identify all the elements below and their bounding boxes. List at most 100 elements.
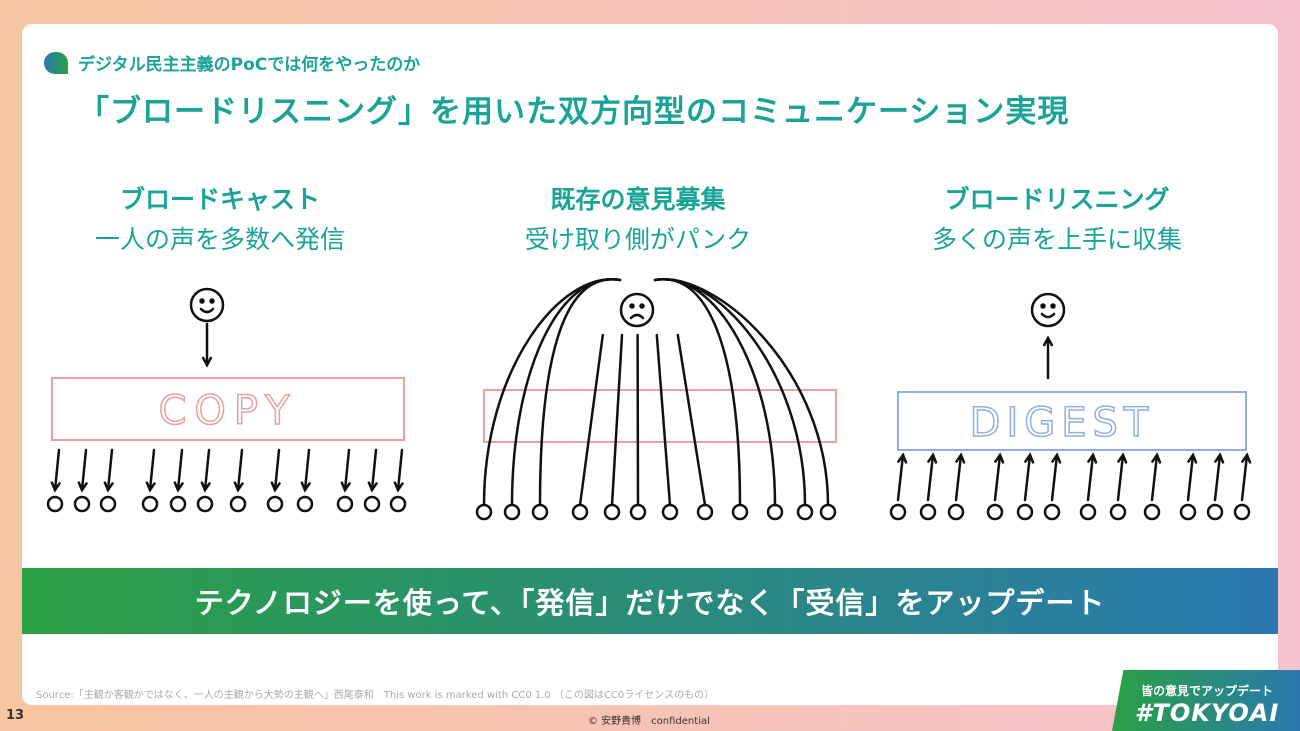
box-outline [483,389,837,443]
arrow-line [1186,453,1195,502]
person-circle [389,495,407,513]
arrow-line [106,448,114,492]
column-heading: ブロードキャスト [119,185,320,214]
arrow-head [1241,452,1252,464]
eye [1050,303,1056,309]
face-icon [1030,292,1066,328]
arrow-head [955,452,966,464]
person-circle [661,503,679,521]
person-circle [1079,503,1097,521]
arrow-line [80,448,88,492]
sketch-diagrams: COPY DIGEST [46,278,1252,521]
column-sub: 受け取り側がパンク [524,225,752,254]
eye [639,303,645,309]
eye [1040,303,1046,309]
arrow-head [50,481,61,493]
person-circle [196,495,214,513]
curved-arrow [653,278,777,507]
arrow-head [270,481,281,493]
arrow-head [1214,452,1225,464]
person-circle [363,495,381,513]
person-circle [531,503,549,521]
person-circle [603,503,621,521]
arrow-head [300,481,311,493]
arrow-head [393,481,404,493]
arrow-line [53,448,61,492]
person-circle [73,495,91,513]
column-existing: 既存の意見募集受け取り側がパンク [458,180,818,256]
arrow-line [273,448,281,492]
person-circle [947,503,965,521]
person-circle [229,495,247,513]
arrow-line [610,333,624,507]
person-circle [336,495,354,513]
arrow-line [993,453,1002,502]
face-icon [189,287,225,323]
arrow-line [1023,453,1032,502]
person-circle [1206,503,1224,521]
person-circle [986,503,1004,521]
person-circle [1109,503,1127,521]
arrow-head [233,481,244,493]
arrow-line [343,448,351,492]
person-circle [503,503,521,521]
page-number: 13 [6,708,25,723]
arrow-line [303,448,311,492]
arrow-line [203,448,211,492]
person-circle [731,503,749,521]
curved-arrow [482,278,622,507]
arrow-line [1213,453,1222,502]
arrow-line [1150,453,1159,502]
person-circle [1143,503,1161,521]
column-heading: 既存の意見募集 [550,185,726,214]
arrow-head [1087,452,1098,464]
person-circle [819,503,837,521]
arrow-line [655,333,672,507]
person-circle [169,495,187,513]
arrow-line [236,448,244,492]
logo-leaf-icon [44,51,68,74]
mouth [199,307,215,314]
copyright: © 安野貴博 confidential [588,716,710,727]
overload-diagram [475,278,837,521]
digest-label: DIGEST [970,400,1155,446]
arrow-line [176,448,184,492]
arrow-head [200,481,211,493]
digest-box [897,391,1247,451]
column-sub: 一人の声を多数へ発信 [94,225,345,254]
arrow-head [1024,452,1035,464]
person-circle [629,503,647,521]
arrow-head [145,481,156,493]
arrow-line [1116,453,1125,502]
person-circle [919,503,937,521]
arrow-head [994,452,1005,464]
arrow-head [927,452,938,464]
source-note: Source:「主観か客観かではなく、一人の主観から大勢の主観へ」西尾泰和 Th… [36,690,715,701]
column-sub: 多くの声を上手に収集 [931,225,1182,254]
person-circle [296,495,314,513]
arrow-head [1151,452,1162,464]
arrow-line [954,453,963,502]
arrow-head [1051,452,1062,464]
tokyoai-badge: 皆の意見でアップデート#TOKYOAI [1112,670,1300,731]
message-banner: テクノロジーを使って、「発信」だけでなく「受信」をアップデート [22,568,1278,634]
person-circle [1233,503,1251,521]
face-icon [619,292,655,328]
person-circle [266,495,284,513]
column-broadlistening: ブロードリスニング多くの声を上手に収集 [877,180,1237,256]
person-circle [571,503,589,521]
person-circle [99,495,117,513]
arrow-line [1240,453,1249,502]
arrow-line [396,448,404,492]
arrow-line [896,453,905,502]
person-circle [1179,503,1197,521]
arrow-line [1086,453,1095,502]
arrow-head [77,481,88,493]
copy-box [51,377,405,441]
kicker-text: デジタル民主主義のPoCでは何をやったのか [78,55,421,75]
eye [199,298,205,304]
arrow-head [897,452,908,464]
arrow-line [676,333,707,507]
copy-label: COPY [158,388,297,434]
arrow-head [173,481,184,493]
